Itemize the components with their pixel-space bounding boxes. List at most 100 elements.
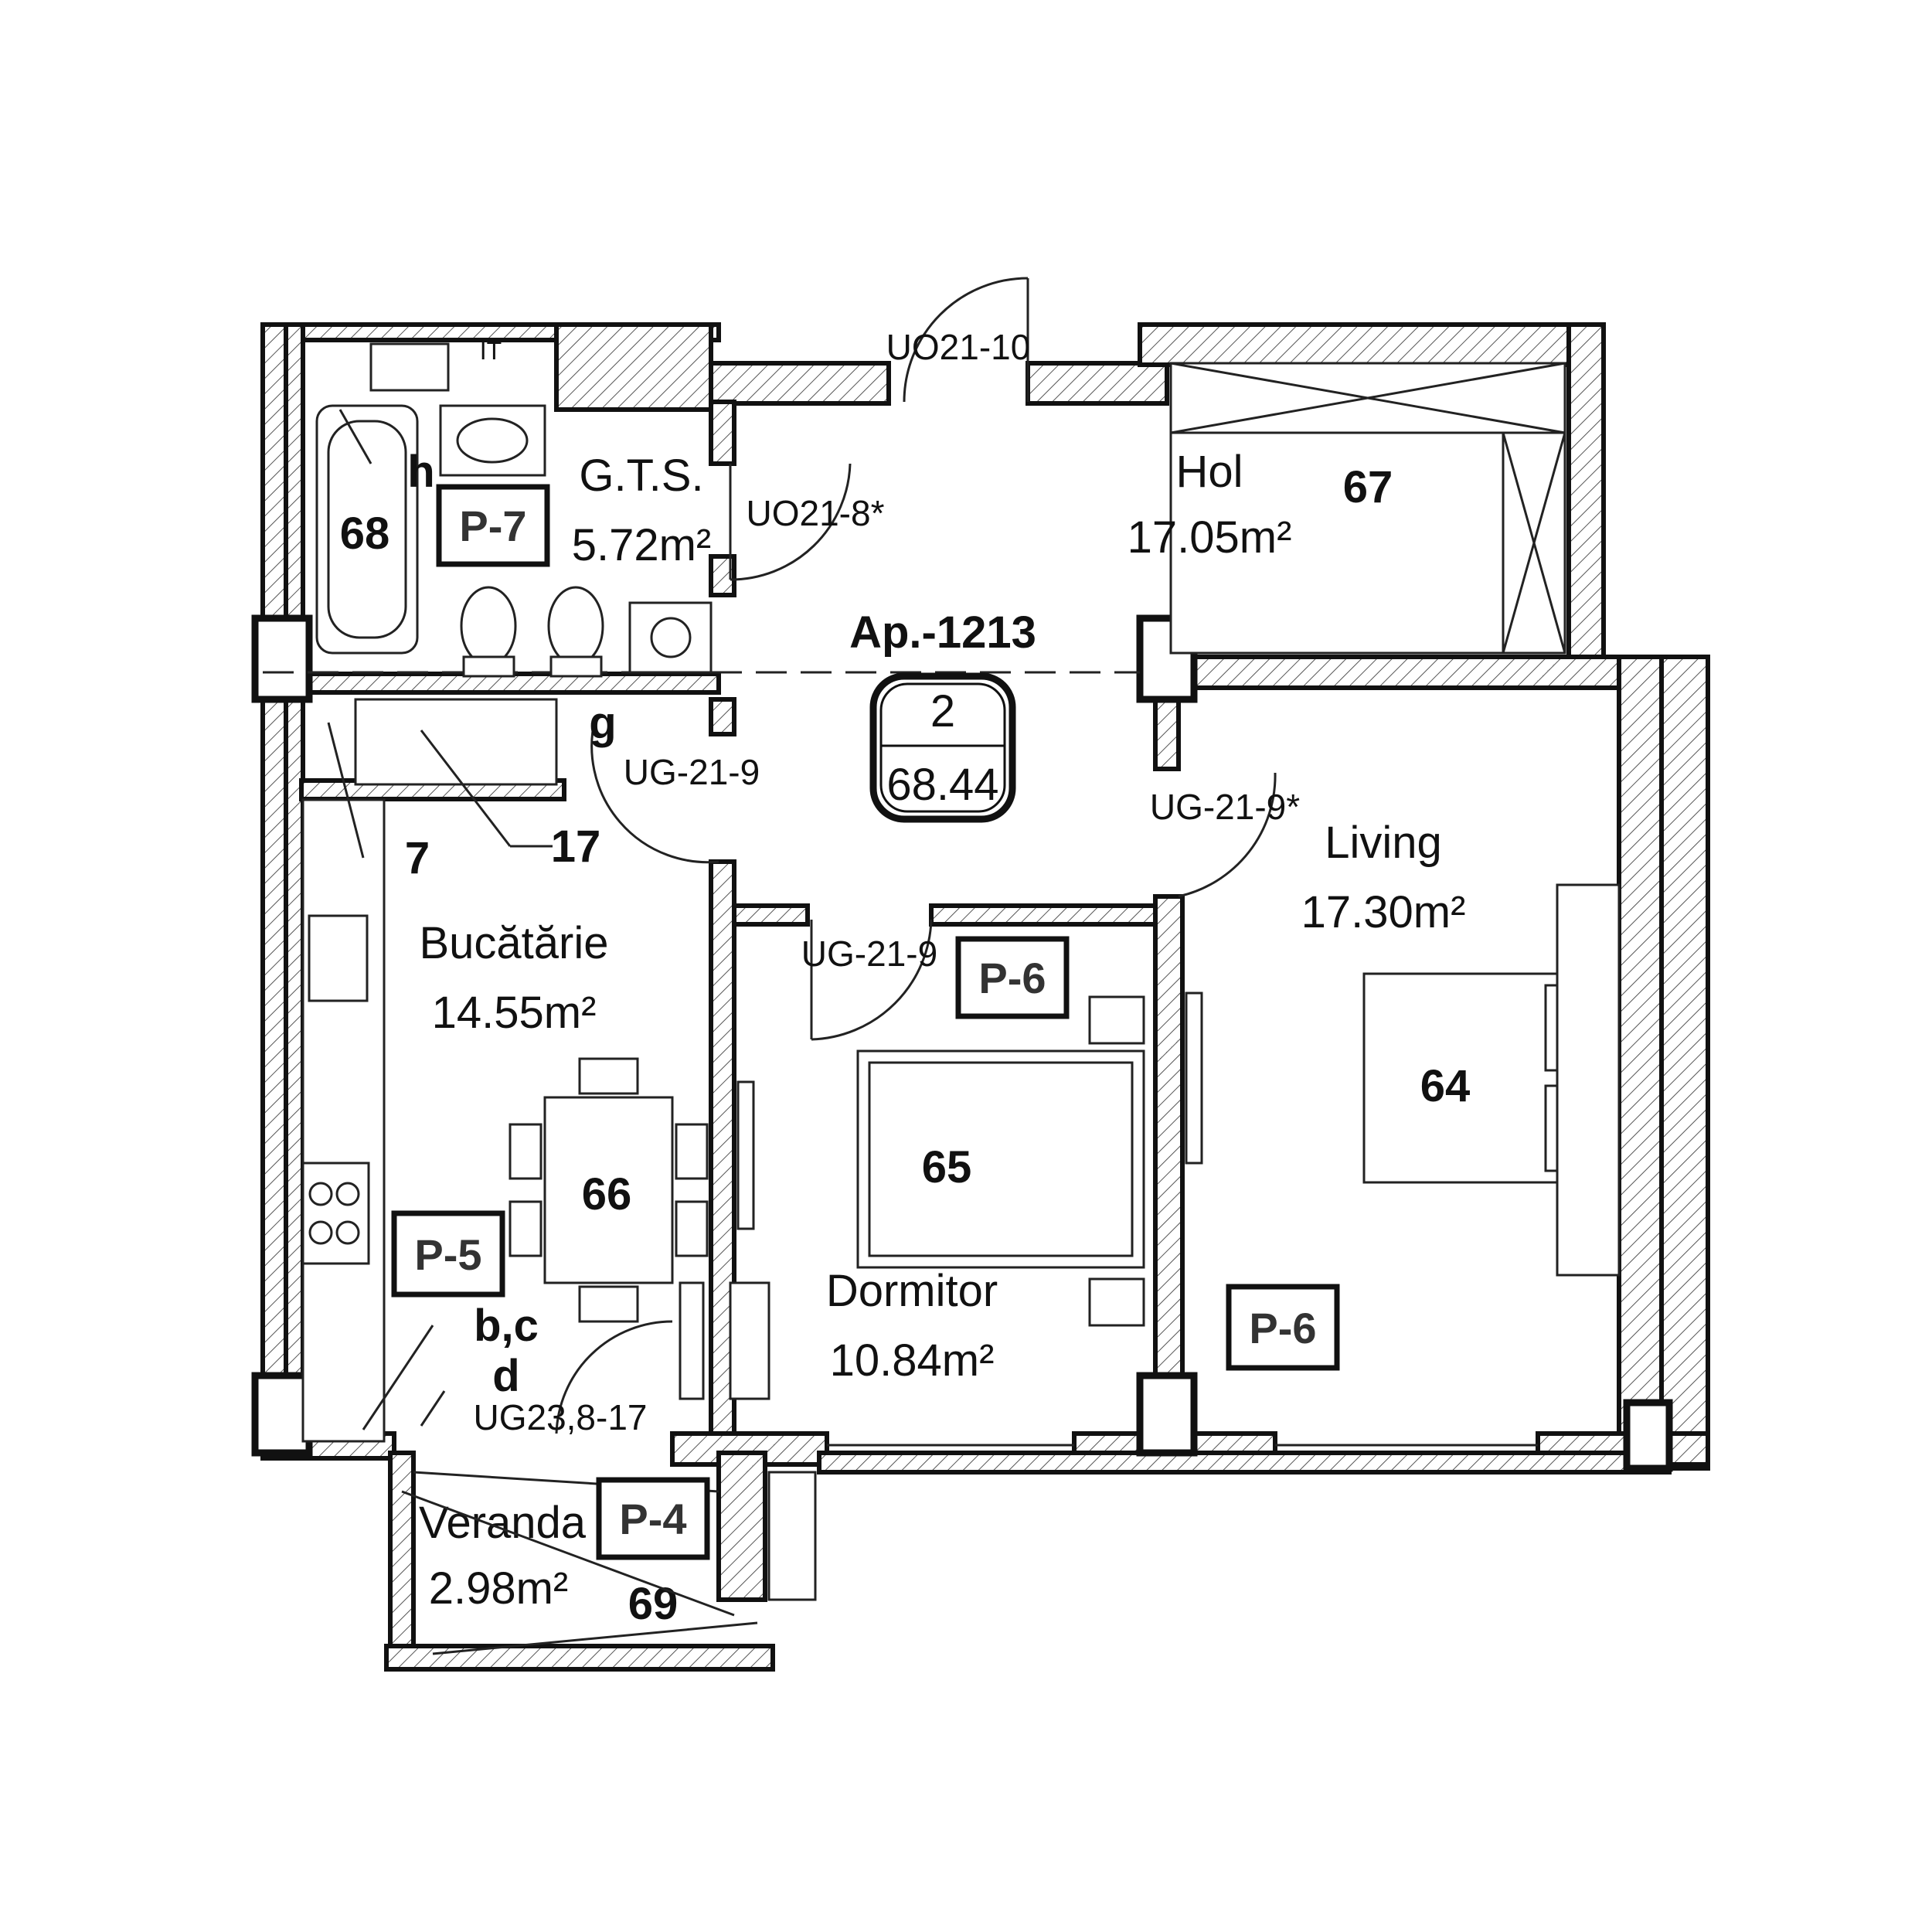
room-name-living: Living [1325, 818, 1442, 868]
wall-right-hol [1566, 322, 1606, 659]
chair-right-2 [675, 1200, 709, 1257]
finish-tags: P-7 P-6 P-6 P-5 P-4 [391, 484, 1340, 1560]
door-swing-veranda [555, 1320, 673, 1434]
wall-right-outer [1659, 655, 1710, 1471]
door-codes: UO21-10 UO21-8* UG-21-9 UG-21-9* UG-21-9… [473, 327, 1300, 1437]
wall-bed-top-left [732, 903, 810, 927]
storage-top [369, 342, 450, 392]
furniture-numbers: 67 68 64 65 66 69 17 7 [340, 462, 1471, 1629]
furniture-number-66: 66 [582, 1169, 632, 1219]
room-area-veranda: 2.98m² [429, 1563, 569, 1614]
wall-hol-living-h [1180, 655, 1621, 690]
leader-lines [327, 409, 735, 1617]
leader-17 [420, 730, 512, 847]
column-left-1 [251, 614, 313, 703]
tag-p4: P-4 [619, 1495, 686, 1543]
wardrobe-side-x2 [1502, 432, 1566, 654]
room-name-hol: Hol [1175, 447, 1243, 497]
room-area-living: 17.30m² [1301, 887, 1466, 937]
leader-bc [362, 1325, 434, 1430]
bidet [547, 586, 604, 666]
kitchen-counter [301, 798, 386, 1443]
burner-1 [308, 1182, 333, 1206]
furniture-number-17: 17 [551, 821, 601, 872]
room-name-dormitor: Dormitor [826, 1266, 998, 1316]
furniture-number-68: 68 [340, 509, 390, 559]
furniture-number-67: 67 [1343, 462, 1393, 512]
note-g: g [589, 698, 616, 748]
furniture-number-64: 64 [1420, 1061, 1471, 1111]
wardrobe-x-2 [1170, 362, 1566, 434]
door-code-entrance: UO21-10 [886, 327, 1031, 367]
door-code-veranda: UG23,8-17 [473, 1397, 647, 1437]
wall-top-bath-block [554, 322, 713, 412]
apartment-badge-frame [869, 672, 1016, 823]
kitchen-sink [308, 914, 369, 1002]
ac-unit [767, 1471, 817, 1601]
radiator-1 [679, 1281, 705, 1400]
chair-top [578, 1057, 639, 1095]
wall-bed-living [1153, 894, 1185, 1440]
bathtub-inner [327, 420, 407, 639]
chair-bottom [578, 1285, 639, 1323]
radiator-bedroom [736, 1080, 755, 1230]
column-left-2 [251, 1372, 313, 1457]
door-swing-entrance [903, 277, 1029, 403]
washbasin [439, 404, 546, 477]
wall-bed-top-right [929, 903, 1158, 927]
wall-top-hol [1138, 322, 1606, 367]
apartment-label: Ap.-1213 [849, 607, 1036, 658]
fixtures [301, 342, 1621, 1601]
label-it: IT [480, 337, 502, 365]
note-h: h [407, 447, 434, 497]
room-labels: G.T.S. 5.72m² Hol 17.05m² Living 17.30m²… [419, 447, 1465, 1614]
tag-p7: P-7 [459, 502, 526, 550]
room-area-gts: 5.72m² [572, 520, 712, 570]
apartment-badge: Ap.-1213 2 68.44 [849, 607, 1036, 823]
wall-gts-hall-3 [709, 697, 736, 736]
door-swing-gts [730, 463, 852, 581]
wall-top-hall-right [1026, 361, 1169, 406]
door-code-gts: UO21-8* [747, 493, 885, 533]
room-area-bucatarie: 14.55m² [432, 988, 597, 1038]
apartment-badge-inner [879, 682, 1006, 813]
wall-veranda-right [716, 1451, 767, 1602]
door-swing-kitchen [590, 718, 719, 864]
door-code-bedroom: UG-21-9 [801, 934, 937, 974]
wall-right-living [1617, 655, 1664, 1447]
burner-3 [308, 1220, 333, 1245]
burner-2 [335, 1182, 360, 1206]
dining-table [543, 1096, 674, 1284]
furniture-number-7: 7 [405, 833, 430, 883]
wall-left-inner [284, 322, 305, 1447]
radiator-living [1185, 992, 1203, 1165]
burner-4 [335, 1220, 360, 1245]
wall-hol-living [1153, 693, 1181, 771]
chair-right-1 [675, 1123, 709, 1180]
tag-p5: P-5 [414, 1230, 481, 1279]
windows [413, 362, 1566, 1655]
wall-gts-hall [709, 400, 736, 466]
leader-7 [327, 722, 365, 859]
door-code-living: UG-21-9* [1150, 787, 1300, 827]
wardrobe-hol [1169, 362, 1566, 655]
note-bc: b,c [474, 1301, 539, 1351]
washing-machine [628, 601, 713, 674]
washing-machine-drum [650, 617, 692, 658]
furniture-number-69: 69 [628, 1579, 679, 1629]
room-name-bucatarie: Bucătărie [419, 918, 608, 968]
bidet-tank [549, 655, 603, 678]
wall-bottom-strip [817, 1451, 1672, 1475]
window-veranda-2 [432, 1621, 758, 1655]
room-name-gts: G.T.S. [579, 451, 703, 501]
nightstand-2 [1088, 1277, 1145, 1327]
tag-frame-p6-bedroom [955, 936, 1070, 1019]
leader-d [420, 1390, 446, 1427]
walls [251, 322, 1710, 1672]
apartment-rooms-count: 2 [930, 686, 955, 736]
door-swings [555, 277, 1277, 1434]
furniture-number-65: 65 [922, 1142, 972, 1192]
toilet [460, 586, 517, 666]
radiator-2 [729, 1281, 770, 1400]
room-name-veranda: Veranda [419, 1498, 587, 1548]
